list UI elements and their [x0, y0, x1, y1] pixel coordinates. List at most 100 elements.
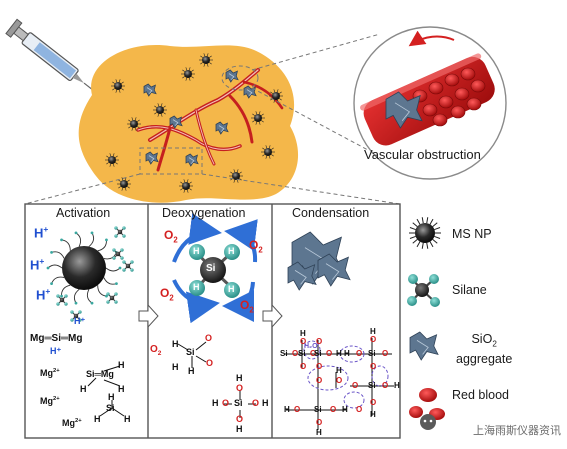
hydrogen-atom-label: H	[193, 246, 200, 256]
proton-label: H+	[34, 224, 49, 241]
red-blood-cell-icon	[444, 73, 460, 87]
oxygen-label: O2	[150, 344, 162, 357]
oxygen-atom: O	[352, 381, 359, 390]
activation-bonds	[87, 365, 125, 417]
silane-molecule-icon	[112, 248, 124, 260]
oxygen-atom: O	[370, 398, 377, 407]
hydrogen-atom: H	[124, 414, 131, 424]
red-blood-cell-icon	[454, 87, 470, 101]
nanoparticle-icon	[105, 153, 119, 167]
hydrogen-atom: H	[172, 362, 179, 372]
hydrogen-atom: H	[336, 349, 342, 358]
hydrogen-atom: H	[370, 327, 376, 336]
syringe-icon	[5, 18, 102, 98]
nanoparticle-icon	[46, 231, 122, 305]
red-blood-cell-icon	[466, 97, 482, 111]
magnesium-ion: Mg2+	[40, 396, 60, 406]
nanoparticle-icon	[179, 179, 193, 193]
hydrogen-atom-label: H	[228, 246, 235, 256]
oxygen-atom: O	[222, 398, 230, 408]
red-blood-cell-icon	[460, 67, 476, 81]
oxygen-label: O2	[249, 238, 263, 255]
callout-red-blood-cells	[412, 67, 486, 127]
legend-red-blood-label: Red blood	[452, 388, 509, 402]
oxygen-atom: O	[292, 349, 299, 358]
oxygen-label: O2	[160, 286, 174, 303]
proton-label: H+	[30, 256, 45, 273]
oxygen-atom: O	[336, 376, 343, 385]
magnesium-ion: Mg2+	[40, 368, 60, 378]
reaction-panel-frame	[24, 203, 401, 439]
oxygen-atom: O	[236, 414, 244, 424]
condensation-network	[284, 338, 394, 430]
oxygen-label: O2	[164, 228, 178, 245]
oxygen-atom: O	[370, 335, 377, 344]
silicon-atom: Si	[186, 347, 195, 357]
oxygen-atom: O	[205, 333, 213, 343]
watermark-text: 上海雨斯仪器资讯	[473, 425, 561, 437]
red-blood-cell-icon	[432, 113, 448, 127]
hydrogen-atom: H	[212, 398, 219, 408]
silane-molecule-icon	[114, 226, 126, 238]
oxygen-atom: O	[330, 405, 337, 414]
silicon-atom-label: Si	[206, 263, 216, 274]
oxygen-atom: O	[206, 358, 214, 368]
silane-molecule-icon	[172, 213, 258, 324]
proton-label: H+	[36, 286, 51, 303]
nanoparticle-icon	[199, 53, 213, 67]
silicon-atom: Si	[234, 398, 243, 408]
red-blood-cell-icon	[450, 105, 466, 119]
oxygen-atom: O	[356, 349, 363, 358]
hydrogen-atom: H	[394, 381, 400, 390]
silane-molecule-icon	[70, 310, 82, 322]
zoom-connectors	[24, 33, 401, 205]
nanoparticle-icon	[181, 67, 195, 81]
nanoparticle-icon	[251, 111, 265, 125]
silicon-atom: Si	[314, 349, 322, 358]
silicon-atom: Si	[298, 349, 306, 358]
wechat-icon	[420, 414, 436, 430]
hydrogen-atom: H	[118, 360, 125, 370]
hydrogen-atom: H	[172, 339, 179, 349]
oxygen-atom: O	[382, 349, 389, 358]
red-blood-cell-icon	[470, 79, 486, 93]
arrow-right-icon	[262, 303, 283, 329]
hydrogen-atom: H	[118, 384, 125, 394]
legend-sio2-aggregate-icon	[409, 331, 439, 361]
hydrogen-atom: H	[236, 424, 243, 434]
hydrogen-atom: H	[80, 384, 87, 394]
nanoparticle-icon	[117, 177, 131, 191]
magnesium-ion: Mg2+	[62, 418, 82, 428]
silane-molecule-icon	[122, 260, 134, 272]
oxygen-atom: O	[310, 349, 317, 358]
tumor-blood-vessels	[136, 68, 284, 172]
hydrogen-atom: H	[284, 405, 290, 414]
silane-molecule-icon	[106, 292, 118, 304]
panel-title-activation: Activation	[56, 206, 111, 220]
silicon-atom: Si	[314, 405, 322, 414]
nanoparticle-icon	[229, 169, 243, 183]
silicon-atom: Si	[368, 381, 376, 390]
oxygen-atom: O	[326, 349, 333, 358]
callout-sio2-aggregate	[385, 91, 423, 129]
oxygen-atom: O	[370, 362, 377, 371]
hydrogen-atom: H	[342, 405, 348, 414]
sio2-aggregate-icon	[169, 115, 183, 129]
red-blood-cell-icon	[422, 103, 438, 117]
hydrogen-atom: H	[262, 398, 269, 408]
hydrogen-atom: H	[188, 366, 195, 376]
oxygen-atom: O	[252, 398, 260, 408]
silicon-atom: Si	[368, 349, 376, 358]
oxygen-atom: O	[316, 418, 323, 427]
tumor-tissue	[78, 45, 299, 203]
hydrogen-atom: H	[344, 349, 350, 358]
nanoparticle-icon	[153, 103, 167, 117]
activation-silanes	[56, 226, 134, 322]
si-mg-formula: Si═Mg	[86, 369, 114, 379]
legend-ms-np-icon	[409, 217, 441, 249]
panel-title-deoxygenation: Deoxygenation	[162, 206, 246, 220]
hydrogen-atom: H	[370, 410, 376, 419]
nanoparticle-icon	[111, 79, 125, 93]
oxygen-atom: O	[300, 362, 307, 371]
oxygen-atom: O	[356, 405, 363, 414]
